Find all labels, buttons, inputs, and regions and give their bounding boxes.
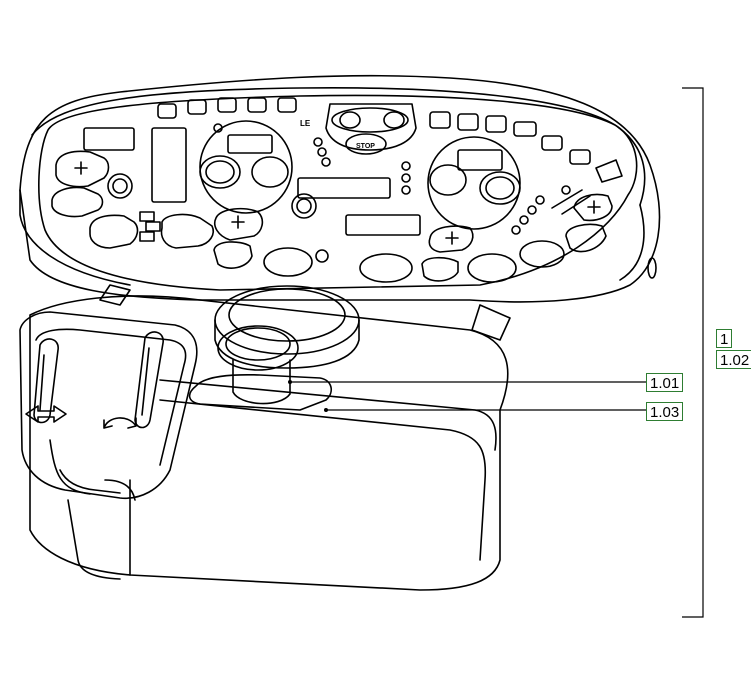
horn-button bbox=[359, 253, 413, 283]
down-button-right bbox=[565, 223, 607, 253]
wave-button-left bbox=[263, 247, 313, 277]
left-dial bbox=[199, 120, 293, 214]
callout-1-02[interactable]: 1.02 bbox=[716, 350, 751, 369]
rotate-arrow-icon bbox=[103, 417, 137, 429]
le-label: LE bbox=[300, 119, 311, 128]
callout-1-03[interactable]: 1.03 bbox=[646, 402, 684, 421]
callout-1-01[interactable]: 1.01 bbox=[646, 373, 684, 392]
panel-shell bbox=[19, 74, 661, 303]
stop-module bbox=[325, 103, 417, 151]
assembly-bracket bbox=[682, 87, 704, 618]
joystick-collar bbox=[214, 285, 360, 355]
left-tilt-button bbox=[51, 186, 104, 218]
ignition-button bbox=[467, 253, 517, 283]
wave-button-right bbox=[519, 240, 565, 268]
right-dial bbox=[427, 136, 521, 230]
faceplate bbox=[38, 94, 638, 291]
stop-button bbox=[345, 133, 387, 155]
down-button-center-left bbox=[213, 241, 253, 269]
plus-button-left-upper bbox=[55, 150, 110, 188]
slider-slot-right bbox=[134, 331, 164, 429]
joystick-knob bbox=[217, 325, 299, 371]
left-hydraulic-button bbox=[89, 214, 139, 249]
left-right-arrow-icon bbox=[25, 405, 67, 423]
plus-button-right bbox=[573, 193, 613, 222]
plus-button-center-right bbox=[428, 225, 474, 253]
right-hydraulic-button bbox=[160, 213, 214, 249]
stop-label: STOP bbox=[356, 143, 375, 150]
callout-1[interactable]: 1 bbox=[716, 329, 733, 348]
round-button-left bbox=[107, 173, 133, 199]
plus-button-center-left bbox=[214, 207, 264, 241]
down-button-center-right bbox=[421, 256, 459, 282]
